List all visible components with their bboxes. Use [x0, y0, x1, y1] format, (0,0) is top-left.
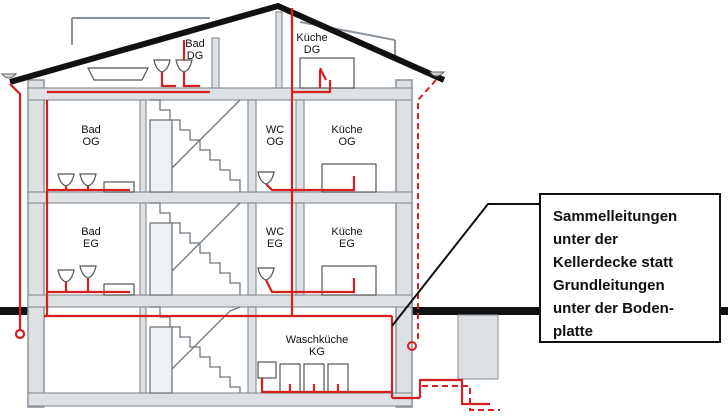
bathtub-dg	[87, 67, 149, 81]
sink-dg-2	[175, 59, 193, 73]
rainwater-pipes	[417, 79, 500, 411]
right-outer-wall	[395, 79, 413, 408]
left-outer-wall	[27, 79, 45, 408]
roof	[9, 2, 446, 85]
callout-line: platte	[553, 323, 594, 340]
bathtub-eg	[103, 283, 135, 296]
room-level: KG	[309, 346, 325, 358]
interior-background	[28, 88, 410, 404]
rainwater-inlet	[407, 341, 417, 351]
kitchen-unit-og	[321, 163, 377, 193]
room-label-kueche-og: Küche OG	[320, 124, 374, 148]
sink-eg	[57, 269, 75, 283]
callout-line: unter der	[553, 231, 619, 248]
interior-walls	[139, 11, 305, 394]
sink-eg-2	[79, 265, 97, 279]
room-label-bad-dg: Bad DG	[178, 38, 212, 62]
fixtures	[57, 57, 377, 393]
left-gutter	[0, 73, 18, 79]
bathtub-og	[103, 181, 135, 193]
room-name: Bad	[185, 38, 205, 50]
kitchen-unit-dg	[299, 57, 355, 89]
room-level: DG	[186, 50, 204, 62]
laundry-sink	[257, 361, 277, 379]
outside-structure	[457, 314, 499, 380]
callout-line: Kellerdecke statt	[553, 254, 674, 271]
room-level: EG	[339, 238, 355, 250]
right-gutter	[428, 71, 446, 77]
room-name: Bad	[81, 124, 101, 136]
room-label-kueche-eg: Küche EG	[320, 226, 374, 250]
room-name: Bad	[81, 226, 101, 238]
room-name: WC	[265, 124, 285, 136]
room-label-bad-eg: Bad EG	[74, 226, 108, 250]
room-level: OG	[338, 136, 356, 148]
callout-leader	[391, 203, 539, 327]
room-name: Küche	[296, 32, 328, 44]
drain-pipes	[9, 8, 490, 406]
callout-line: Sammelleitungen	[553, 208, 678, 225]
room-name: Küche	[331, 226, 363, 238]
room-level: OG	[82, 136, 100, 148]
room-name: WC	[265, 226, 285, 238]
room-label-kueche-dg: Küche DG	[290, 32, 334, 56]
sink-og-2	[79, 173, 97, 187]
room-level: EG	[83, 238, 99, 250]
room-label-wc-eg: WC EG	[258, 226, 292, 250]
callout-line: unter der Boden-	[553, 300, 674, 317]
room-label-waschkueche-kg: Waschküche KG	[280, 334, 354, 358]
staircases	[149, 99, 241, 394]
room-label-wc-og: WC OG	[258, 124, 292, 148]
room-label-bad-og: Bad OG	[74, 124, 108, 148]
sink-og	[57, 173, 75, 187]
callout-box	[539, 193, 721, 343]
sink-dg	[153, 59, 171, 73]
room-level: OG	[266, 136, 284, 148]
callout-text: Sammelleitungen unter der Kellerdecke st…	[553, 205, 718, 343]
room-name: Küche	[331, 124, 363, 136]
room-level: DG	[303, 44, 321, 56]
room-level: EG	[267, 238, 283, 250]
room-name: Waschküche	[285, 334, 349, 346]
kitchen-unit-eg	[321, 265, 377, 296]
callout-line: Grundleitungen	[553, 277, 665, 294]
